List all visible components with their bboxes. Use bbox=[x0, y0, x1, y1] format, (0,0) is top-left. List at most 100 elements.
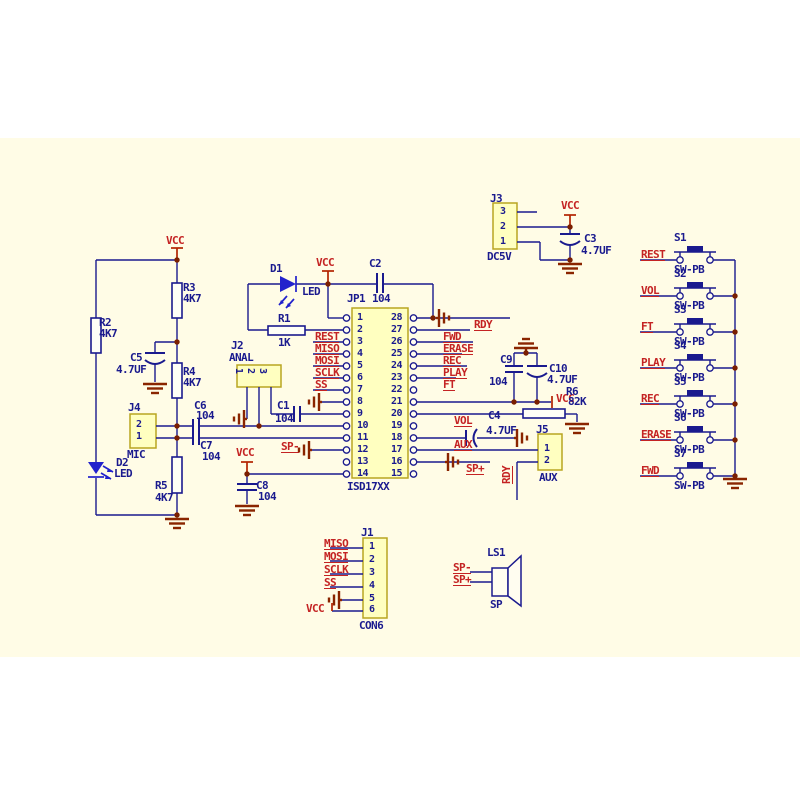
pin-circle bbox=[409, 314, 418, 322]
ic-pin-number: 8 bbox=[357, 396, 363, 407]
ground-icon bbox=[723, 477, 747, 490]
r6-ref: R6 bbox=[566, 385, 579, 398]
switch-type-label: SW-PB bbox=[674, 263, 705, 276]
c8-value: 104 bbox=[258, 490, 277, 503]
ic-pin-number: 12 bbox=[357, 444, 369, 455]
ic-body bbox=[351, 307, 409, 479]
ground-icon bbox=[235, 504, 259, 517]
ic-right-net-label: FT bbox=[443, 378, 456, 391]
ic-right-net-label: FWD bbox=[443, 330, 462, 343]
junction-dot bbox=[174, 339, 180, 345]
c8-ref: C8 bbox=[256, 479, 269, 492]
switch-net-label: FWD bbox=[641, 464, 660, 477]
j4-ref: J4 bbox=[128, 401, 141, 414]
ground-icon bbox=[143, 382, 167, 395]
j3-ref: J3 bbox=[490, 192, 503, 205]
j1-pin-number: 5 bbox=[369, 593, 375, 604]
j1-name: CON6 bbox=[359, 619, 384, 632]
r4-body bbox=[171, 362, 183, 399]
c4-ref: C4 bbox=[488, 409, 501, 422]
j2-ref: J2 bbox=[231, 339, 244, 352]
switch-button-icon[interactable] bbox=[687, 354, 703, 360]
ic-pin-number: 3 bbox=[357, 336, 363, 347]
switch-button-icon[interactable] bbox=[687, 318, 703, 324]
ic-pin-number: 13 bbox=[357, 456, 369, 467]
pin-circle bbox=[409, 458, 418, 466]
ic-pin-number: 7 bbox=[357, 384, 363, 395]
switch-button-icon[interactable] bbox=[687, 390, 703, 396]
r1-body bbox=[267, 325, 306, 336]
ic-pin-number: 18 bbox=[390, 432, 403, 443]
ic-pin-number: 9 bbox=[357, 408, 363, 419]
pin-circle bbox=[342, 410, 351, 418]
junction-dot bbox=[732, 329, 738, 335]
r4-ref: R4 bbox=[183, 365, 196, 378]
c7-value: 104 bbox=[202, 450, 221, 463]
c6-value: 104 bbox=[196, 409, 215, 422]
ground-side-icon bbox=[327, 591, 342, 609]
switch-ref: S1 bbox=[674, 231, 687, 244]
connector-boxes bbox=[129, 202, 563, 619]
ground-side-icon bbox=[445, 453, 460, 471]
pin-circle bbox=[706, 292, 714, 300]
r1-value: 1K bbox=[278, 336, 291, 349]
vcc-label-tap: VCC bbox=[556, 392, 575, 405]
r5-value: 4K7 bbox=[155, 491, 174, 504]
j5-pin-number: 1 bbox=[544, 443, 550, 454]
ic-left-net-label: REST bbox=[315, 330, 340, 343]
junction-dot bbox=[430, 315, 436, 321]
vcc-label-mic: VCC bbox=[166, 234, 185, 247]
ic-pin-number: 17 bbox=[390, 444, 403, 455]
pin-circle bbox=[409, 338, 418, 346]
r1-ref: R1 bbox=[278, 312, 291, 325]
j2-name: ANAL bbox=[229, 351, 254, 364]
ic-left-net-label: MISO bbox=[315, 342, 340, 355]
j5-name: AUX bbox=[539, 471, 558, 484]
r5-body bbox=[171, 456, 183, 494]
ls1-name: SP bbox=[490, 598, 503, 611]
ic-pin-number: 19 bbox=[390, 420, 403, 431]
d2-led-icon bbox=[88, 462, 104, 474]
ic-part-number: ISD17XX bbox=[347, 480, 390, 493]
switch-button-icon[interactable] bbox=[687, 462, 703, 468]
ls1-sp-minus-label: SP- bbox=[453, 561, 472, 574]
ic-pin-number: 22 bbox=[390, 384, 403, 395]
c1-value: 104 bbox=[275, 412, 294, 425]
switch-type-label: SW-PB bbox=[674, 443, 705, 456]
ground-side-icon bbox=[514, 429, 529, 447]
junction-dot bbox=[511, 399, 517, 405]
pin-circle bbox=[342, 470, 351, 478]
switch-button-icon[interactable] bbox=[687, 282, 703, 288]
vcc-label-j1: VCC bbox=[306, 602, 325, 615]
led-symbols bbox=[88, 276, 297, 480]
ic-pin-number: 1 bbox=[357, 312, 363, 323]
r3-body bbox=[171, 282, 183, 319]
r6-body bbox=[522, 408, 566, 419]
speaker-icon bbox=[491, 554, 522, 608]
j1-pin-number: 2 bbox=[369, 554, 375, 565]
ic-pin-number: 20 bbox=[390, 408, 403, 419]
ic-left-net-label: SCLK bbox=[315, 366, 340, 379]
j2-pin-number: 3 bbox=[257, 368, 268, 374]
ic-pin-number: 4 bbox=[357, 348, 363, 359]
j2-pin-number: 2 bbox=[245, 368, 256, 374]
switch-button-icon[interactable] bbox=[687, 426, 703, 432]
j3-pin-number: 3 bbox=[500, 206, 506, 217]
ground-symbols bbox=[143, 262, 747, 609]
pin-circle bbox=[409, 422, 418, 430]
switch-button-icon[interactable] bbox=[687, 246, 703, 252]
j1-pin-number: 4 bbox=[369, 580, 375, 591]
ground-side-icon bbox=[436, 309, 451, 327]
junction-dot bbox=[174, 435, 180, 441]
vol-net-label: VOL bbox=[454, 414, 473, 427]
ic-left-net-label: MOSI bbox=[315, 354, 340, 367]
switch-ref: S5 bbox=[674, 375, 687, 388]
c5-ref: C5 bbox=[130, 351, 143, 364]
j3-pin-number: 2 bbox=[500, 221, 506, 232]
vcc-label-led: VCC bbox=[316, 256, 335, 269]
pin-circle bbox=[706, 256, 714, 264]
junction-dot bbox=[567, 257, 573, 263]
r2-value: 4K7 bbox=[99, 327, 118, 340]
ic-right-net-label: REC bbox=[443, 354, 462, 367]
junction-dot bbox=[732, 401, 738, 407]
